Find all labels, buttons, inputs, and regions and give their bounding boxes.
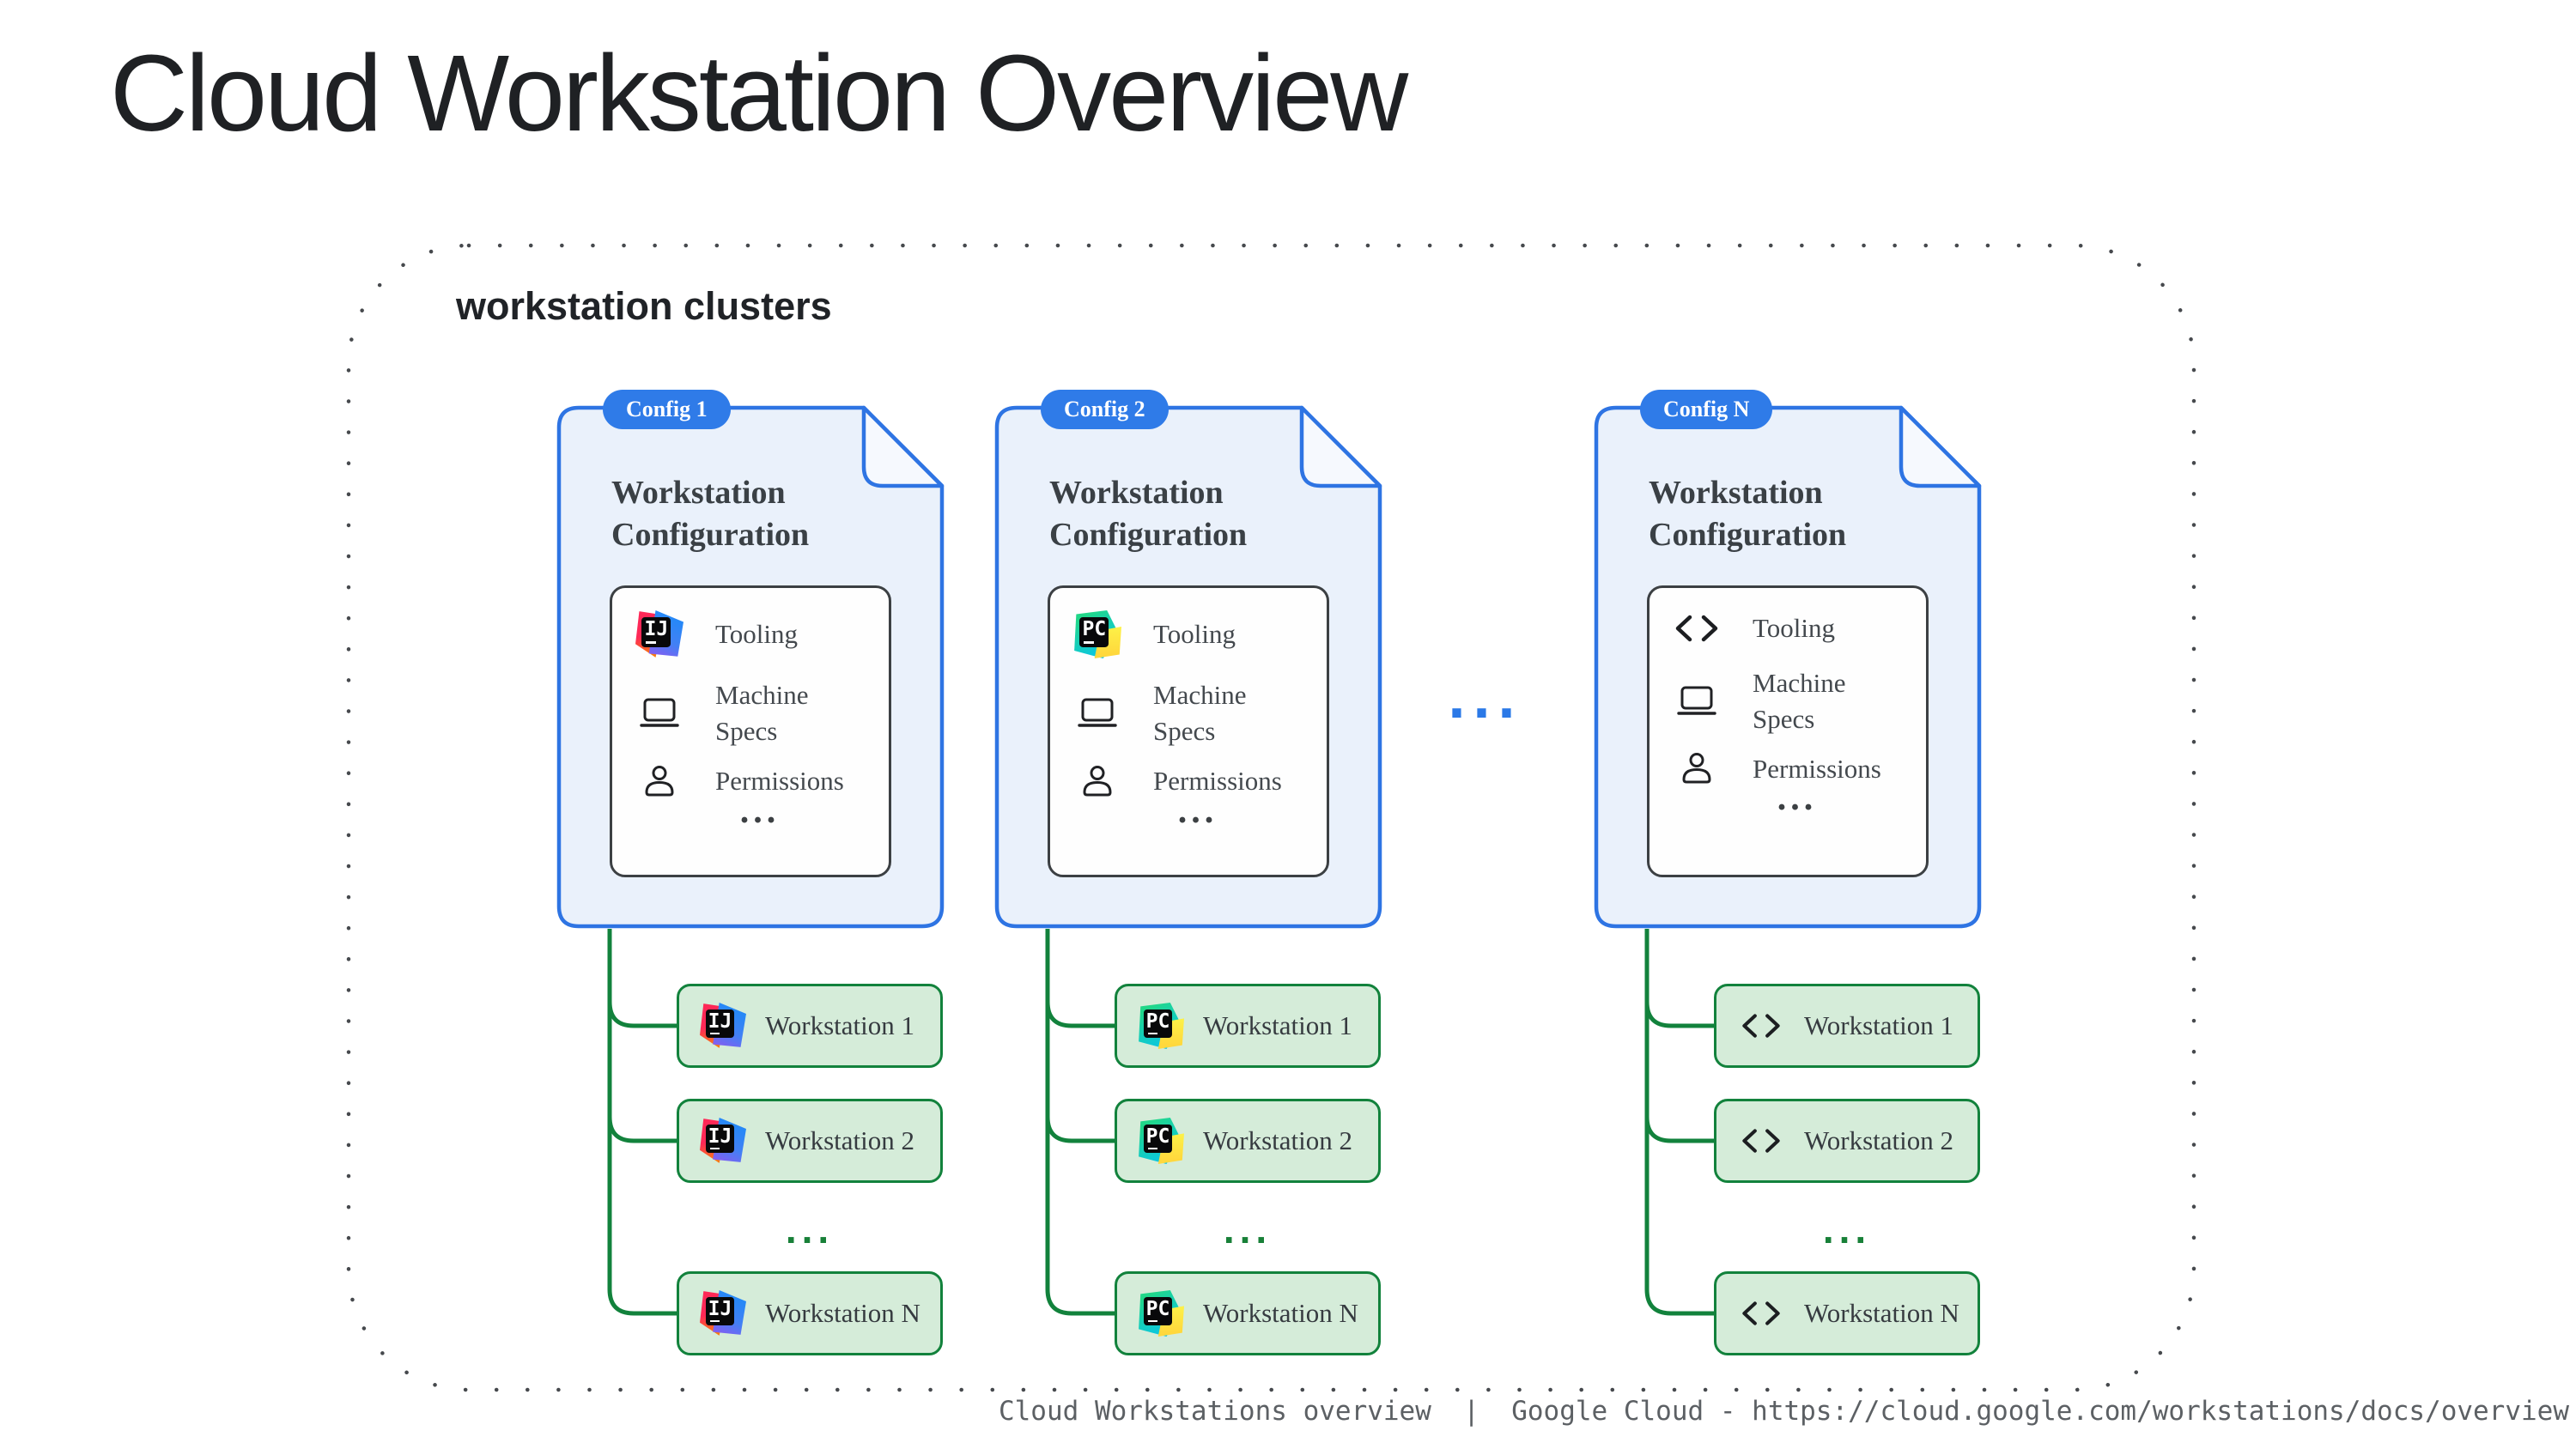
workstation-node: PC Workstation N: [1115, 1271, 1381, 1355]
laptop-icon: [1078, 698, 1117, 727]
person-icon: [1083, 765, 1112, 797]
page-title: Cloud Workstation Overview: [110, 33, 1408, 154]
spec-box: Tooling Machine Specs Permissions ...: [1647, 585, 1929, 877]
code-brackets-icon: [1675, 615, 1718, 642]
spec-more-ellipsis: ...: [1777, 779, 1818, 819]
workstation-connector-lines: [1045, 929, 1115, 1316]
pycharm-icon: PC: [1138, 1003, 1184, 1049]
permissions-row: Permissions: [1672, 751, 1909, 787]
config-card-heading: Workstation Configuration: [1649, 475, 1847, 554]
intellij-idea-icon: IJ: [700, 1003, 746, 1049]
dotted-border: [346, 243, 2196, 1392]
laptop-icon: [1677, 686, 1716, 715]
workstation-label: Workstation 1: [1804, 1010, 1954, 1040]
config-badge: Config 2: [1041, 390, 1169, 429]
workstation-node: Workstation 2: [1714, 1099, 1980, 1183]
workstation-node: PC Workstation 2: [1115, 1099, 1381, 1183]
laptop-icon: [640, 698, 679, 727]
workstation-node: Workstation N: [1714, 1271, 1980, 1355]
config-card-2: Config 2 Workstation Configuration PC To…: [994, 390, 1382, 929]
machine-specs-label: Machine Specs: [1753, 667, 1846, 734]
workstation-clusters-container: workstation clusters: [346, 243, 2196, 1392]
tooling-label: Tooling: [715, 619, 798, 650]
tooling-label: Tooling: [1753, 613, 1835, 643]
permissions-row: Permissions: [1072, 763, 1309, 799]
machine-specs-row: Machine Specs: [1672, 665, 1909, 737]
permissions-row: Permissions: [635, 763, 872, 799]
machine-specs-row: Machine Specs: [1072, 677, 1309, 749]
workstation-label: Workstation 2: [1203, 1125, 1353, 1155]
workstation-node: IJ Workstation 2: [677, 1099, 943, 1183]
workstation-label: Workstation N: [1804, 1298, 1959, 1328]
code-brackets-icon: [1742, 1129, 1780, 1153]
tooling-label: Tooling: [1153, 619, 1236, 650]
permissions-label: Permissions: [1153, 765, 1282, 796]
person-icon: [1682, 753, 1711, 784]
workstation-label: Workstation 1: [1203, 1010, 1353, 1040]
intellij-idea-icon: IJ: [700, 1290, 746, 1337]
workstation-node: Workstation 1: [1714, 984, 1980, 1068]
intellij-idea-icon: IJ: [635, 610, 683, 658]
config-card-n: Config N Workstation Configuration Tooli…: [1594, 390, 1982, 929]
workstation-label: Workstation N: [765, 1298, 920, 1328]
config-group-1: Config 1 Workstation Configuration IJ To…: [556, 390, 945, 1362]
person-icon: [645, 765, 674, 797]
code-brackets-icon: [1742, 1014, 1780, 1038]
tooling-row: Tooling: [1672, 610, 1909, 646]
pycharm-icon: PC: [1138, 1290, 1184, 1337]
spec-box: PC Tooling Machine Specs Permissions ...: [1048, 585, 1329, 877]
spec-box: IJ Tooling Machine Specs Permissions ...: [610, 585, 891, 877]
workstation-label: Workstation 2: [1804, 1125, 1954, 1155]
workstation-node: PC Workstation 1: [1115, 984, 1381, 1068]
permissions-label: Permissions: [1753, 753, 1881, 784]
config-card-heading: Workstation Configuration: [1049, 475, 1248, 554]
workstation-label: Workstation N: [1203, 1298, 1358, 1328]
tooling-row: PC Tooling: [1072, 610, 1309, 658]
workstation-node: IJ Workstation 1: [677, 984, 943, 1068]
config-group-2: Config 2 Workstation Configuration PC To…: [994, 390, 1382, 1362]
intellij-idea-icon: IJ: [700, 1118, 746, 1164]
machine-specs-label: Machine Specs: [715, 680, 809, 746]
pycharm-icon: PC: [1073, 610, 1121, 658]
machine-specs-label: Machine Specs: [1153, 680, 1247, 746]
workstation-connector-lines: [607, 929, 677, 1316]
workstation-label: Workstation 2: [765, 1125, 915, 1155]
tooling-row: IJ Tooling: [635, 610, 872, 658]
spec-more-ellipsis: ...: [739, 791, 781, 831]
spec-more-ellipsis: ...: [1177, 791, 1218, 831]
config-badge: Config N: [1640, 390, 1773, 429]
pycharm-icon: PC: [1138, 1118, 1184, 1164]
source-attribution: Cloud Workstations overview | Google Clo…: [998, 1396, 2569, 1427]
workstation-label: Workstation 1: [765, 1010, 915, 1040]
config-card-1: Config 1 Workstation Configuration IJ To…: [556, 390, 945, 929]
code-brackets-icon: [1742, 1301, 1780, 1325]
workstation-connector-lines: [1644, 929, 1715, 1316]
permissions-label: Permissions: [715, 765, 844, 796]
config-group-n: Config N Workstation Configuration Tooli…: [1594, 390, 1982, 1362]
machine-specs-row: Machine Specs: [635, 677, 872, 749]
cluster-label: workstation clusters: [456, 284, 832, 328]
config-card-heading: Workstation Configuration: [611, 475, 810, 554]
config-badge: Config 1: [603, 390, 731, 429]
workstation-node: IJ Workstation N: [677, 1271, 943, 1355]
